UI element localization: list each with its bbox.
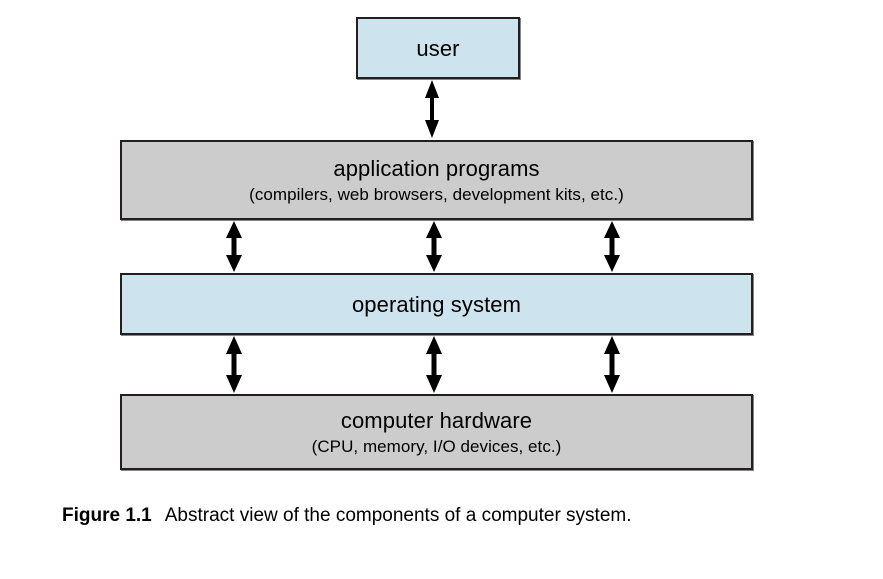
double-headed-arrow-apps-to-os-left <box>224 220 244 273</box>
diagram-node-computer-hardware: computer hardware (CPU, memory, I/O devi… <box>120 394 753 470</box>
figure-caption: Figure 1.1 Abstract view of the component… <box>62 503 852 529</box>
double-headed-arrow-os-to-hardware-right <box>602 335 622 394</box>
diagram-node-user: user <box>356 17 520 79</box>
double-headed-arrow-user-to-apps <box>423 79 441 139</box>
diagram-node-operating-system: operating system <box>120 273 753 335</box>
figure-caption-text: Abstract view of the components of a com… <box>164 505 632 526</box>
node-title-operating-system: operating system <box>351 291 522 317</box>
node-title-application-programs: application programs <box>333 155 540 181</box>
double-headed-arrow-os-to-hardware-center <box>424 335 444 394</box>
node-title-computer-hardware: computer hardware <box>340 407 533 433</box>
double-headed-arrow-os-to-hardware-left <box>224 335 244 394</box>
node-subtitle-computer-hardware: (CPU, memory, I/O devices, etc.) <box>311 436 562 456</box>
node-subtitle-application-programs: (compilers, web browsers, development ki… <box>249 184 624 204</box>
double-headed-arrow-apps-to-os-right <box>602 220 622 273</box>
double-headed-arrow-apps-to-os-center <box>424 220 444 273</box>
figure-caption-label: Figure 1.1 <box>62 505 152 526</box>
diagram-node-application-programs: application programs (compilers, web bro… <box>120 140 753 220</box>
node-title-user: user <box>416 35 460 61</box>
